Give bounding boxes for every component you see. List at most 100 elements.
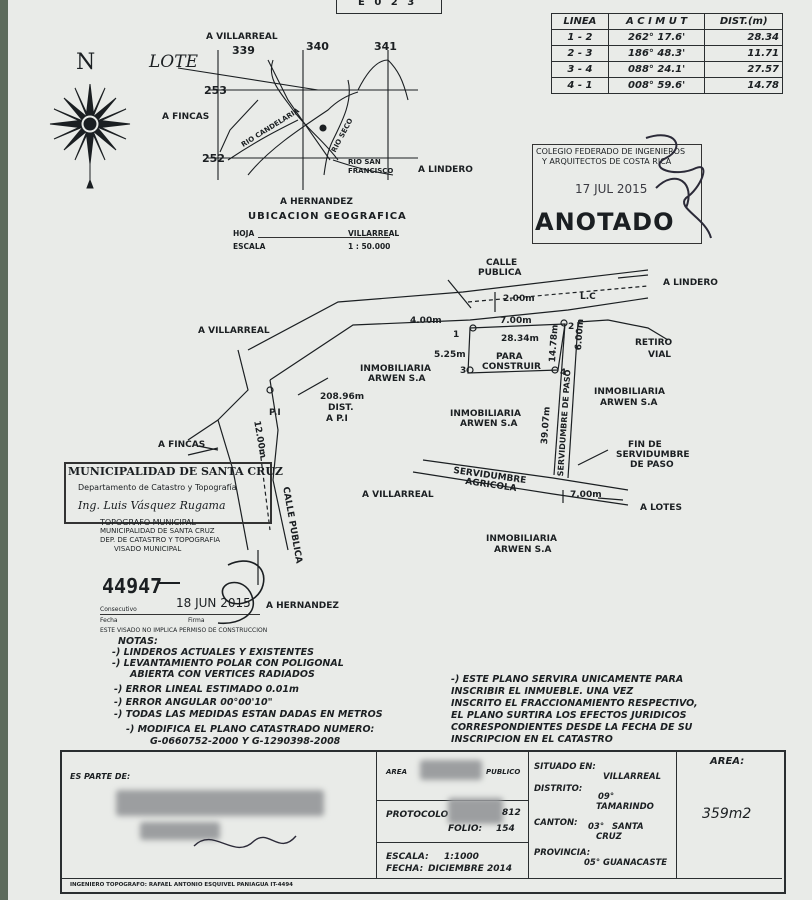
plan-7-00b: 7.00m [570,490,602,500]
plan-dist: DIST. [328,403,354,413]
municipal-stamp [64,462,272,524]
cfia-status: ANOTADO [535,208,675,236]
table-cell: 4 - 1 [551,77,609,94]
plan-2-00: 2.00m [503,294,535,304]
plan-fin-serv-2: SERVIDUMBRE [616,450,690,460]
table-cell: 186° 48.3' [607,45,706,62]
map-grid-341: 341 [374,40,397,53]
tb-publico: PUBLICO [486,768,521,776]
tb-hline-2 [376,842,528,843]
tb-area-label: AREA [386,768,408,776]
cfia-stamp [532,144,702,244]
tb-fecha-value: DICIEMBRE 2014 [428,864,512,874]
table-cell: 008° 59.6' [607,77,706,94]
plan-construir: CONSTRUIR [482,362,541,372]
table-row: 4 - 1 008° 59.6' 14.78 [551,77,783,94]
lote-label: LOTE [149,52,198,72]
note-right: CORRESPONDIENTES DESDE LA FECHA DE SU [451,722,693,733]
plan-vertex-1: 1 [453,330,460,340]
map-villarreal: A VILLARREAL [206,32,278,42]
plan-inmob-left-1: INMOBILIARIA [360,364,431,374]
redacted-owner-2 [140,822,220,840]
tb-canton: CANTON: [534,818,578,828]
plan-lotes: A LOTES [640,503,682,513]
header-partial-text: E 0 2 3 [358,0,418,8]
plan-inmob-mid-2: ARWEN S.A [460,419,518,429]
tb-distrito: DISTRITO: [534,784,583,794]
visado-date: 18 JUN 2015 [176,596,251,610]
map-grid-339: 339 [232,44,255,57]
visado-fecha: Fecha [100,617,118,624]
plan-lc: L.C [580,292,596,302]
tb-escala-label: ESCALA: [386,852,429,862]
north-label: N [76,50,96,75]
tb-distrito-num: 09° [598,792,615,802]
plan-villarreal-top: A VILLARREAL [198,326,270,336]
tb-divider-2 [528,750,529,878]
table-cell: 262° 17.6' [607,29,706,46]
acimut-table: LINEA A C I M U T DIST.(m) 1 - 2 262° 17… [551,13,783,94]
plan-inmob-bottom-1: INMOBILIARIA [486,534,557,544]
tb-folio-label: FOLIO: [448,824,483,834]
hoja-underline [258,237,390,238]
plan-fincas: A FINCAS [158,440,206,450]
note-item: -) LINDEROS ACTUALES Y EXISTENTES [112,647,315,658]
cfia-date: 17 JUL 2015 [575,182,648,196]
note-item: -) LEVANTAMIENTO POLAR CON POLIGONAL [112,658,344,669]
redacted-owner [116,790,324,816]
tb-situado-value: VILLARREAL [603,772,662,782]
tb-canton-value: SANTA [612,822,644,832]
table-row: 3 - 4 088° 24.1' 27.57 [551,61,783,78]
note-item: -) MODIFICA EL PLANO CATASTRADO NUMERO: [126,724,375,735]
plan-5-25: 5.25m [434,350,466,360]
tb-footer: INGENIERO TOPOGRAFO: RAFAEL ANTONIO ESQU… [70,882,294,888]
plan-208-96: 208.96m [320,392,365,402]
table-cell: 27.57 [704,61,783,78]
redacted-protocolo [448,798,503,824]
plan-inmob-left-2: ARWEN S.A [368,374,426,384]
notes-title: NOTAS: [118,636,158,647]
table-cell: 11.71 [704,45,783,62]
plan-vertex-2: 2 [568,322,575,332]
map-grid-253: 253 [204,84,227,97]
muni-role: TOPOGRAFO MUNICIPAL [100,518,196,527]
map-hoja-label: HOJA [233,229,255,238]
muni-line6: DEP. DE CATASTRO Y TOPOGRAFIA [100,536,221,544]
visado-note: ESTE VISADO NO IMPLICA PERMISO DE CONSTR… [100,627,268,634]
visado-dash [158,582,180,584]
note-right: INSCRITO EL FRACCIONAMIENTO RESPECTIVO, [451,698,698,709]
plan-inmob-bottom-2: ARWEN S.A [494,545,552,555]
location-map [177,50,418,190]
tb-escala-value: 1:1000 [444,852,479,862]
plan-vertex-4: 4 [560,368,567,378]
cfia-signature-icon [645,134,712,239]
tb-area-value: 359m2 [702,806,752,822]
muni-dept: Departamento de Catastro y Topografía [78,483,237,492]
note-right: -) ESTE PLANO SERVIRA UNICAMENTE PARA [451,674,684,685]
tb-signature-icon [193,835,297,848]
map-fincas: A FINCAS [162,112,210,122]
table-cell: 088° 24.1' [607,61,706,78]
table-header: LINEA [551,13,609,30]
note-item: G-0660752-2000 Y G-1290398-2008 [150,736,341,747]
tb-situado: SITUADO EN: [534,762,596,772]
map-rio-san: RIO SAN [348,158,381,166]
map-escala-label: ESCALA [233,242,266,251]
visado-line-1 [100,614,260,615]
map-grid-252: 252 [202,152,225,165]
plan-a-pi: A P.I [326,414,348,424]
tb-es-parte: ES PARTE DE: [70,772,131,781]
table-cell: 28.34 [704,29,783,46]
table-row: 2 - 3 186° 48.3' 11.71 [551,45,783,62]
tb-provincia-value: 05° GUANACASTE [584,858,668,868]
map-lindero: A LINDERO [418,165,473,175]
tb-fecha-label: FECHA: [386,864,424,874]
cfia-line1: COLEGIO FEDERADO DE INGENIEROS [536,147,686,156]
tb-area-title: AREA: [710,756,745,767]
compass-rose-icon [49,83,131,189]
visado-consecutivo: Consecutivo [100,606,137,613]
plan-fin-serv-1: FIN DE [628,440,662,450]
tb-provincia: PROVINCIA: [534,848,591,858]
plan-lindero: A LINDERO [663,278,718,288]
tb-protocolo-value: 812 [502,808,521,818]
